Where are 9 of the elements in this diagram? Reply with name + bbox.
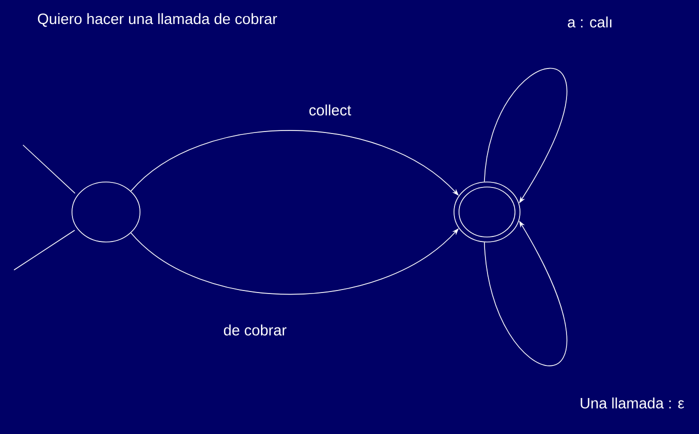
edge-label: de cobrar (224, 324, 286, 336)
state-circle (72, 182, 140, 242)
edge-label: Una llamada : ε (580, 398, 684, 408)
title: Quiero hacer una llamada de cobrar (38, 13, 278, 27)
edge-label: a : calı (568, 16, 612, 28)
accept-state-circle (454, 182, 520, 242)
edge-label: collect (309, 104, 352, 116)
line (22, 144, 76, 194)
line (14, 230, 76, 270)
